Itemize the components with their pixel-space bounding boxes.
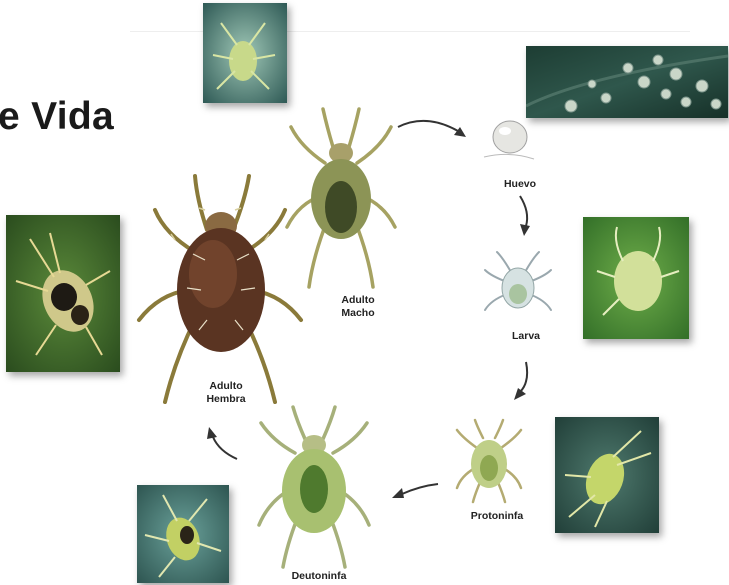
arrow-deutonymph-to-female	[205, 425, 241, 461]
illustration-protonymph	[455, 418, 523, 504]
label-adulto-hembra-line2: Hembra	[186, 393, 266, 406]
label-adulto-macho-line1: Adulto	[318, 294, 398, 307]
photo-larva	[583, 217, 689, 339]
photo-deutonymph	[137, 485, 229, 583]
photo-protonymph	[555, 417, 659, 533]
label-larva: Larva	[486, 330, 566, 343]
arrow-egg-to-larva	[512, 194, 536, 238]
label-adulto-macho-line2: Macho	[318, 307, 398, 320]
illustration-larva	[483, 248, 553, 322]
arrow-male-to-egg	[396, 115, 472, 145]
label-protoninfa: Protoninfa	[457, 510, 537, 523]
label-adulto-macho: Adulto Macho	[318, 294, 398, 320]
label-adulto-hembra: Adulto Hembra	[186, 380, 266, 406]
arrow-protonymph-to-deutonymph	[390, 478, 440, 502]
illustration-adult-female	[135, 170, 305, 410]
photo-eggs	[526, 46, 728, 118]
label-deutoninfa: Deutoninfa	[279, 570, 359, 583]
label-huevo: Huevo	[480, 178, 560, 191]
illustration-egg	[480, 115, 538, 167]
photo-adult-female	[6, 215, 120, 372]
label-adulto-hembra-line1: Adulto	[186, 380, 266, 393]
illustration-adult-male	[283, 107, 398, 292]
photo-adult-male	[203, 3, 287, 103]
page-title: e Vida	[0, 95, 114, 139]
illustration-deutonymph	[255, 405, 373, 570]
arrow-larva-to-protonymph	[510, 360, 534, 404]
